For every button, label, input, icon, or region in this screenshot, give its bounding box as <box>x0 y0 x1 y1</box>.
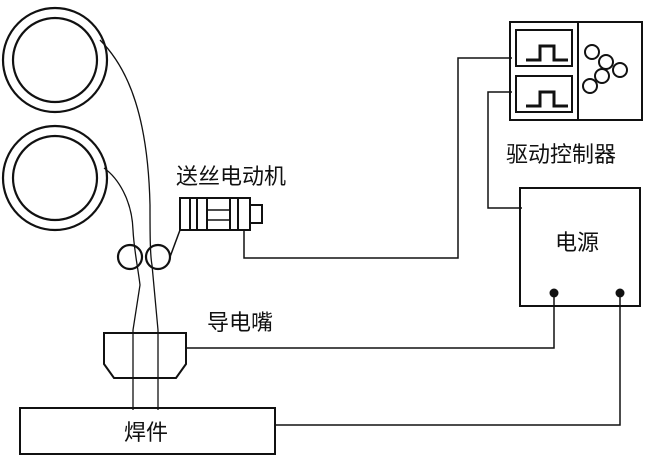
workpiece-cable <box>275 293 621 426</box>
power-source <box>519 187 641 307</box>
contact-nozzle <box>103 332 187 379</box>
motor-shaft <box>169 229 181 258</box>
welding-wires <box>99 39 159 410</box>
power-source-label: 电源 <box>555 231 599 256</box>
wire-feed-motor <box>179 197 263 231</box>
nozzle-cable <box>186 293 555 349</box>
wire-spool-upper <box>1 6 109 114</box>
nozzle-label: 导电嘴 <box>207 311 273 336</box>
workpiece-label: 焊件 <box>124 421 168 446</box>
drive-controller <box>509 21 643 121</box>
controller-label: 驱动控制器 <box>506 143 616 168</box>
feed-rollers <box>116 243 172 271</box>
wire-spool-lower <box>1 124 109 232</box>
workpiece <box>19 407 276 455</box>
motor-label: 送丝电动机 <box>176 165 286 190</box>
controller-power-wire <box>487 91 522 209</box>
motor-controller-wire <box>243 57 512 259</box>
